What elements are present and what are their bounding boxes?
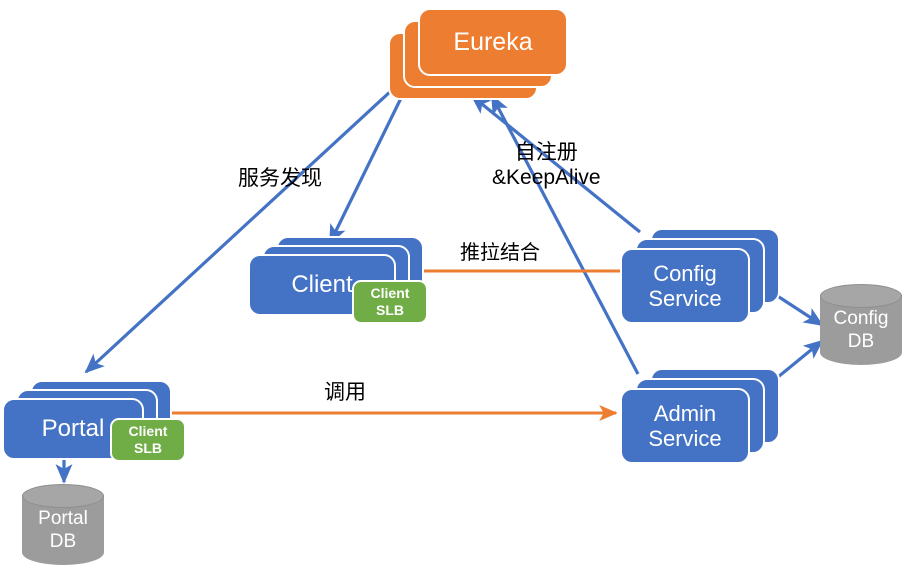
edge-label-push-pull: 推拉结合 <box>456 241 544 265</box>
edge-label-self-register-keepalive: 自注册 &KeepAlive <box>492 141 601 190</box>
portal-slb-badge[interactable]: Client SLB <box>110 418 186 462</box>
admin-service-stack-card-1: Admin Service <box>620 388 750 464</box>
node-config-service-label: Config Service <box>648 260 722 311</box>
edge-label-service-discovery: 服务发现 <box>238 167 322 190</box>
client-slb-line-2: SLB <box>376 302 404 318</box>
node-portal-db[interactable]: Portal DB <box>22 484 104 572</box>
node-admin-service[interactable]: Admin Service <box>620 368 780 468</box>
client-slb-line-1: Client <box>370 285 410 302</box>
node-eureka[interactable]: Eureka <box>388 8 568 100</box>
edge-eureka-to-portal <box>84 88 394 374</box>
config-service-stack-card-1: Config Service <box>620 248 750 324</box>
portal-db-cylinder-top <box>22 484 104 508</box>
node-eureka-label: Eureka <box>453 27 533 56</box>
node-config-db-label: Config DB <box>833 308 889 352</box>
portal-slb-line-2: SLB <box>134 440 162 456</box>
edge-admin-service-to-eureka <box>490 94 640 375</box>
client-slb-badge[interactable]: Client SLB <box>352 280 428 324</box>
node-client-label: Client <box>291 271 353 299</box>
node-portal-db-label: Portal DB <box>38 508 88 552</box>
edge-label-invoke: 调用 <box>320 380 370 406</box>
node-admin-service-label: Admin Service <box>648 400 722 451</box>
node-config-service[interactable]: Config Service <box>620 228 780 328</box>
config-db-cylinder-top <box>820 284 902 308</box>
edge-config-service-to-eureka <box>470 94 642 234</box>
edge-eureka-to-client <box>328 91 406 245</box>
eureka-stack-card-1: Eureka <box>418 8 568 76</box>
portal-slb-line-1: Client <box>128 423 168 440</box>
node-portal-label: Portal <box>41 415 105 443</box>
node-config-db[interactable]: Config DB <box>820 284 902 372</box>
